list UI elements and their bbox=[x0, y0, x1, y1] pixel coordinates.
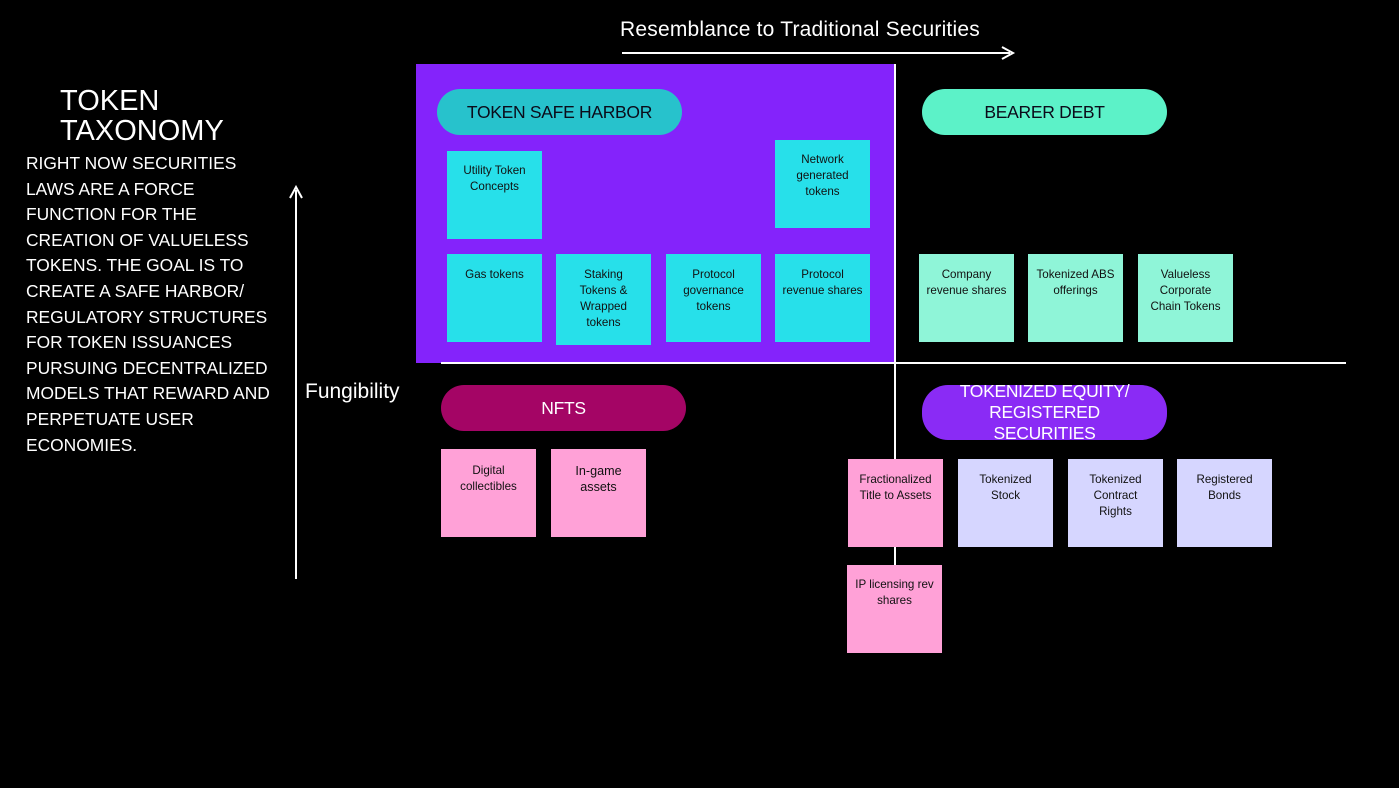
equity-pill: TOKENIZED EQUITY/ REGISTERED SECURITIES bbox=[922, 381, 1167, 443]
note-fractionalized-title: Fractionalized Title to Assets bbox=[848, 459, 943, 547]
note-registered-bonds: Registered Bonds bbox=[1177, 459, 1272, 547]
safe-harbor-label: TOKEN SAFE HARBOR bbox=[466, 101, 653, 122]
note-tokenized-abs: Tokenized ABS offerings bbox=[1028, 254, 1123, 342]
x-axis-arrow bbox=[622, 46, 1016, 60]
x-axis-label: Resemblance to Traditional Securities bbox=[620, 18, 980, 41]
sidebar-body: RIGHT NOW SECURITIES LAWS ARE A FORCE FU… bbox=[26, 153, 270, 455]
note-digital-collectibles: Digital collectibles bbox=[441, 449, 536, 537]
note-in-game-assets: In-game assets bbox=[551, 449, 646, 537]
note-gas-tokens: Gas tokens bbox=[447, 254, 542, 342]
note-network-generated-tokens: Network generated tokens bbox=[775, 140, 870, 228]
bearer-debt-pill: BEARER DEBT bbox=[922, 89, 1167, 135]
sidebar-title: TOKEN TAXONOMY bbox=[60, 85, 224, 147]
safe-harbor-pill: TOKEN SAFE HARBOR bbox=[437, 89, 682, 135]
note-tokenized-contract-rights: Tokenized Contract Rights bbox=[1068, 459, 1163, 547]
nfts-pill: NFTS bbox=[441, 385, 686, 431]
note-tokenized-stock: Tokenized Stock bbox=[958, 459, 1053, 547]
note-company-revenue-shares: Company revenue shares bbox=[919, 254, 1014, 342]
y-axis-label: Fungibility bbox=[305, 380, 400, 403]
equity-label: TOKENIZED EQUITY/ REGISTERED SECURITIES bbox=[959, 381, 1130, 443]
horizontal-divider bbox=[441, 362, 1346, 364]
note-protocol-revenue-shares: Protocol revenue shares bbox=[775, 254, 870, 342]
y-axis-arrow bbox=[289, 184, 303, 579]
bearer-debt-label: BEARER DEBT bbox=[984, 101, 1105, 122]
vertical-divider bbox=[894, 64, 896, 547]
note-protocol-governance: Protocol governance tokens bbox=[666, 254, 761, 342]
note-utility-token-concepts: Utility Token Concepts bbox=[447, 151, 542, 239]
note-ip-licensing: IP licensing rev shares bbox=[847, 565, 942, 653]
note-valueless-corporate-chain: Valueless Corporate Chain Tokens bbox=[1138, 254, 1233, 342]
nfts-label: NFTS bbox=[541, 397, 586, 418]
note-staking-tokens: Staking Tokens & Wrapped tokens bbox=[556, 254, 651, 345]
note-connector bbox=[894, 547, 896, 565]
